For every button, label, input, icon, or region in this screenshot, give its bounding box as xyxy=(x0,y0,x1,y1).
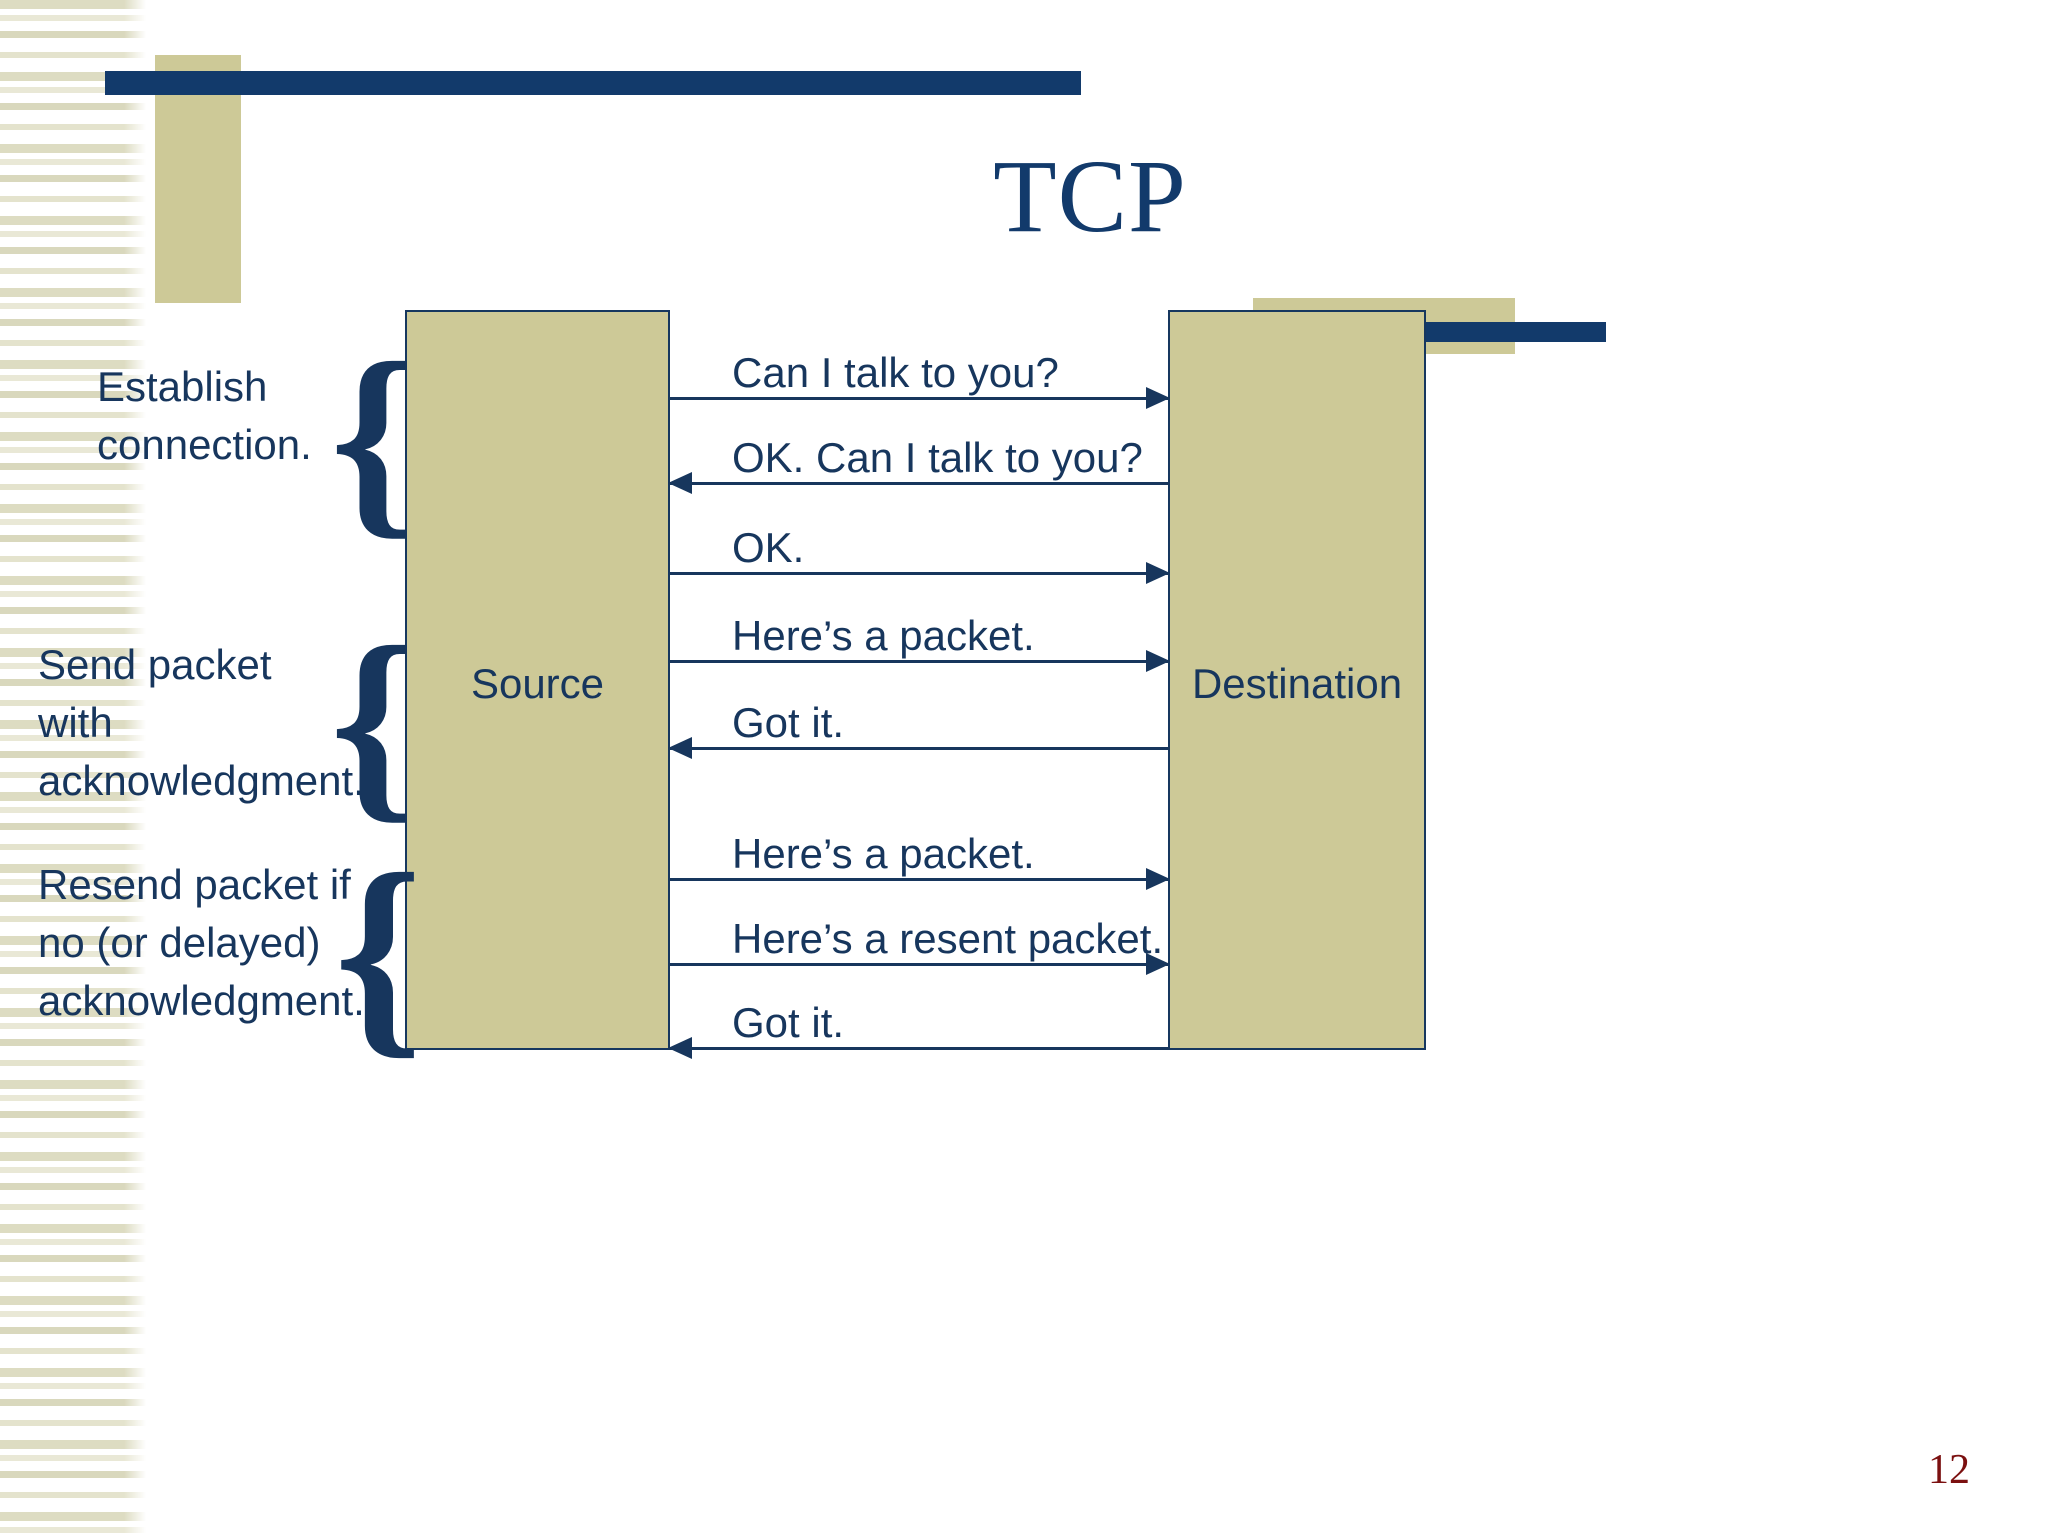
group-label-line: acknowledgment. xyxy=(38,757,365,804)
group-label-resend: Resend packet if no (or delayed) acknowl… xyxy=(38,856,378,1030)
arrow-line xyxy=(670,482,1168,485)
arrow-line xyxy=(670,963,1168,966)
message-label: Can I talk to you? xyxy=(732,349,1059,396)
brace-establish-icon: { xyxy=(330,318,415,557)
top-tan-accent-block xyxy=(155,55,241,303)
arrow-line xyxy=(670,572,1168,575)
message-label: Got it. xyxy=(732,699,845,746)
group-label-line: Establish xyxy=(97,363,268,410)
top-navy-rule xyxy=(105,71,1081,95)
message-arrow: OK. xyxy=(670,525,1170,584)
page-number: 12 xyxy=(1928,1447,1970,1493)
group-label-line: connection. xyxy=(97,421,312,468)
group-label-line: with xyxy=(38,699,113,746)
message-label: Got it. xyxy=(732,999,845,1046)
arrow-line xyxy=(670,660,1168,663)
brace-resend-icon: { xyxy=(334,827,423,1077)
source-endpoint-box: Source xyxy=(405,310,670,1050)
brace-send-icon: { xyxy=(330,602,415,841)
arrow-head-left-icon xyxy=(668,1037,692,1059)
destination-label: Destination xyxy=(1191,660,1403,707)
arrow-head-left-icon xyxy=(668,737,692,759)
message-label: OK. xyxy=(732,524,805,571)
arrow-line xyxy=(670,747,1168,750)
message-arrow: Can I talk to you? xyxy=(670,350,1170,409)
arrow-line xyxy=(670,1047,1168,1050)
arrow-line xyxy=(670,878,1168,881)
arrow-head-right-icon xyxy=(1146,953,1170,975)
message-arrow: Got it. xyxy=(668,1000,1168,1059)
message-label: OK. Can I talk to you? xyxy=(732,434,1143,481)
page-title: TCP xyxy=(993,139,1187,254)
message-label: Here’s a packet. xyxy=(732,830,1035,877)
message-arrow: Here’s a packet. xyxy=(670,831,1170,890)
arrow-head-right-icon xyxy=(1146,562,1170,584)
arrow-head-right-icon xyxy=(1146,868,1170,890)
message-label: Here’s a resent packet. xyxy=(732,915,1164,962)
group-label-line: acknowledgment. xyxy=(38,977,365,1024)
arrow-head-right-icon xyxy=(1146,650,1170,672)
group-label-line: Send packet xyxy=(38,641,272,688)
left-stripe-decoration xyxy=(0,0,146,1536)
message-arrow: Here’s a resent packet. xyxy=(670,916,1170,975)
group-label-establish: Establish connection. xyxy=(97,358,337,474)
arrow-head-left-icon xyxy=(668,472,692,494)
group-label-line: no (or delayed) xyxy=(38,919,321,966)
group-label-send: Send packet with acknowledgment. xyxy=(38,636,368,810)
message-label: Here’s a packet. xyxy=(732,612,1035,659)
message-arrow: Got it. xyxy=(668,700,1168,759)
right-navy-rule xyxy=(1424,322,1606,342)
arrow-line xyxy=(670,397,1168,400)
destination-endpoint-box: Destination xyxy=(1168,310,1426,1050)
message-arrow: OK. Can I talk to you? xyxy=(668,435,1168,494)
message-arrow: Here’s a packet. xyxy=(670,613,1170,672)
source-label: Source xyxy=(470,660,605,707)
arrow-head-right-icon xyxy=(1146,387,1170,409)
group-label-line: Resend packet if xyxy=(38,861,351,908)
